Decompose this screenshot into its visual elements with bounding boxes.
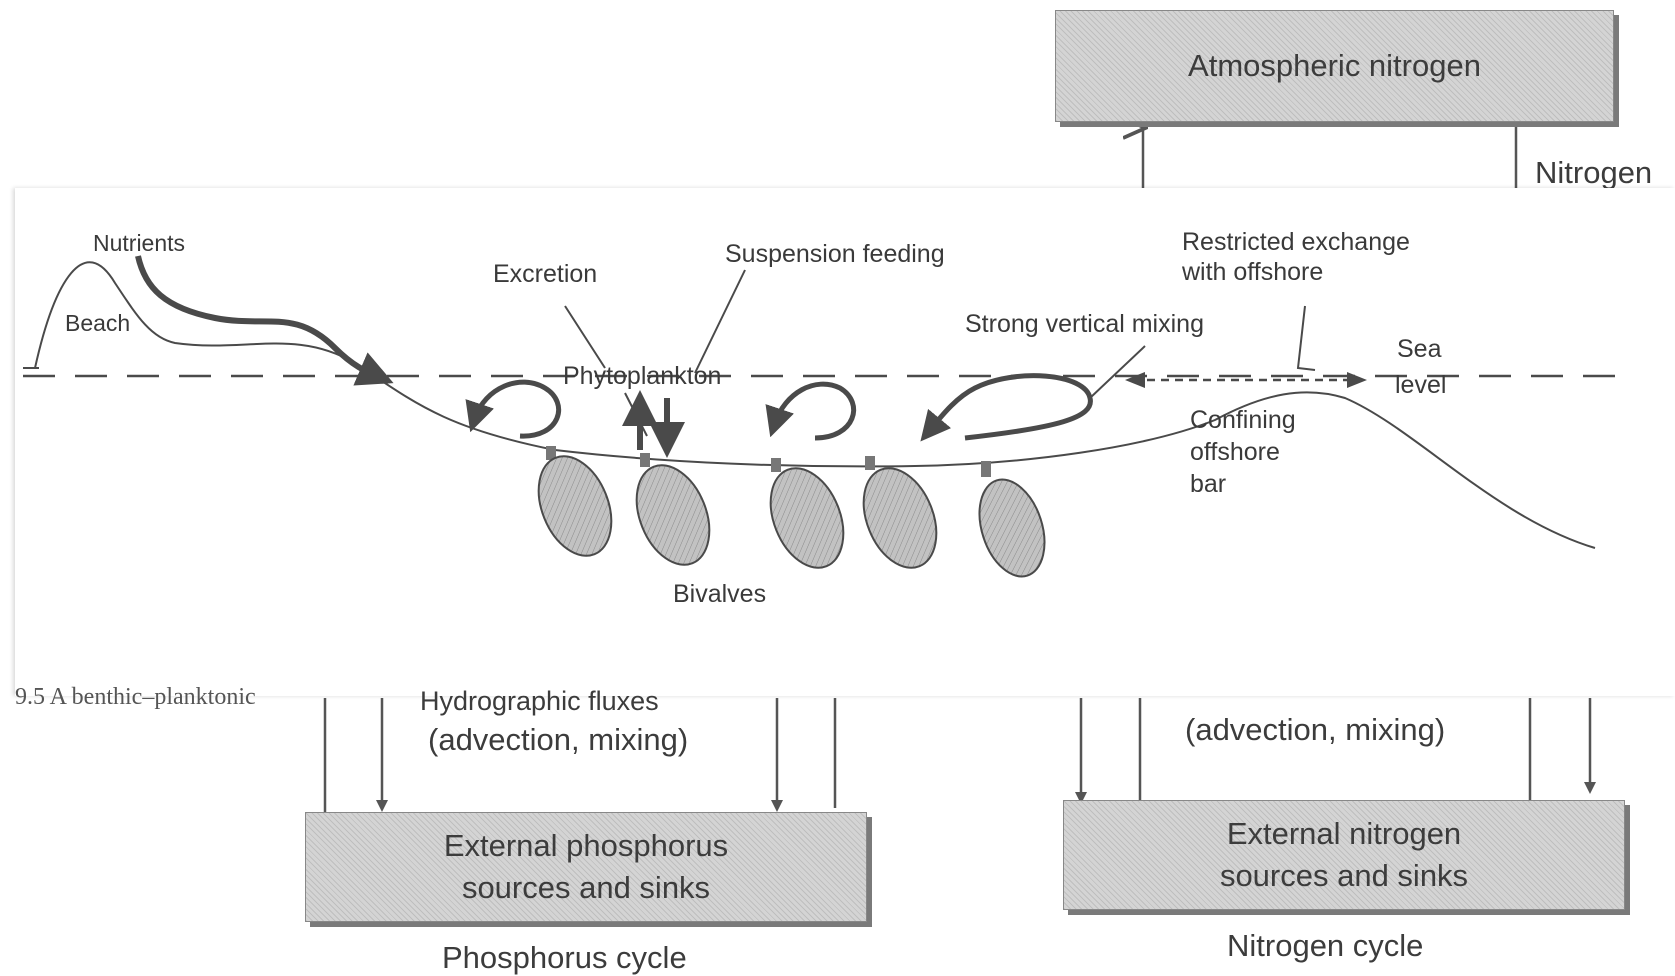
phosphorus-cycle-caption: Phosphorus cycle: [442, 940, 687, 976]
circulation-arrow-middle: [775, 384, 854, 438]
external-nitrogen-box: External nitrogen sources and sinks: [1063, 800, 1625, 910]
nitrogen-cycle-caption: Nitrogen cycle: [1227, 928, 1423, 964]
bivalve-1: [525, 445, 625, 566]
bivalve-2: [623, 453, 723, 576]
restricted-exchange-line2: with offshore: [1182, 258, 1323, 287]
nitrogen-box-line2: sources and sinks: [1220, 855, 1468, 897]
figure-caption-fragment: 9.5 A benthic–planktonic: [15, 684, 256, 711]
phytoplankton-pointer: [625, 393, 647, 436]
strong-mixing-arrow: [930, 376, 1090, 438]
external-phosphorus-box: External phosphorus sources and sinks: [305, 812, 867, 922]
nutrients-label: Nutrients: [93, 230, 185, 257]
left-flux-label-line2: (advection, mixing): [428, 722, 688, 758]
strong-mixing-label: Strong vertical mixing: [965, 310, 1204, 339]
right-flux-label-line2: (advection, mixing): [1185, 712, 1445, 748]
estuary-diagram-panel: Nutrients Beach Excretion Suspension fee…: [15, 188, 1675, 696]
restricted-exchange-line1: Restricted exchange: [1182, 228, 1410, 257]
bivalves-label: Bivalves: [673, 580, 766, 609]
phytoplankton-label: Phytoplankton: [563, 362, 721, 391]
bivalve-3: [757, 457, 857, 578]
restricted-exchange-pointer: [1298, 306, 1315, 370]
nutrients-arrow: [138, 256, 377, 376]
confining-label-line2: offshore: [1190, 438, 1280, 467]
atmospheric-nitrogen-box: Atmospheric nitrogen: [1055, 10, 1614, 122]
sea-label: Sea: [1397, 335, 1441, 364]
left-flux-label-line1: Hydrographic fluxes: [420, 686, 659, 717]
beach-label: Beach: [65, 310, 130, 337]
nitrogen-fixation-partial-label: Nitrogen: [1535, 155, 1652, 191]
nitrogen-box-line1: External nitrogen: [1227, 813, 1461, 855]
excretion-label: Excretion: [493, 260, 597, 289]
excretion-pointer: [565, 306, 605, 368]
strong-mixing-pointer: [1090, 346, 1145, 398]
bivalve-5: [968, 461, 1056, 585]
circulation-arrow-left: [475, 382, 559, 436]
suspension-feeding-label: Suspension feeding: [725, 240, 945, 269]
bivalve-4: [850, 456, 950, 579]
atmospheric-nitrogen-label: Atmospheric nitrogen: [1188, 45, 1481, 87]
confining-label-line1: Confining: [1190, 406, 1296, 435]
phosphorus-box-line1: External phosphorus: [444, 825, 728, 867]
phosphorus-box-line2: sources and sinks: [462, 867, 710, 909]
confining-label-line3: bar: [1190, 470, 1226, 499]
suspension-feeding-pointer: [695, 270, 745, 373]
level-label: level: [1395, 371, 1446, 400]
